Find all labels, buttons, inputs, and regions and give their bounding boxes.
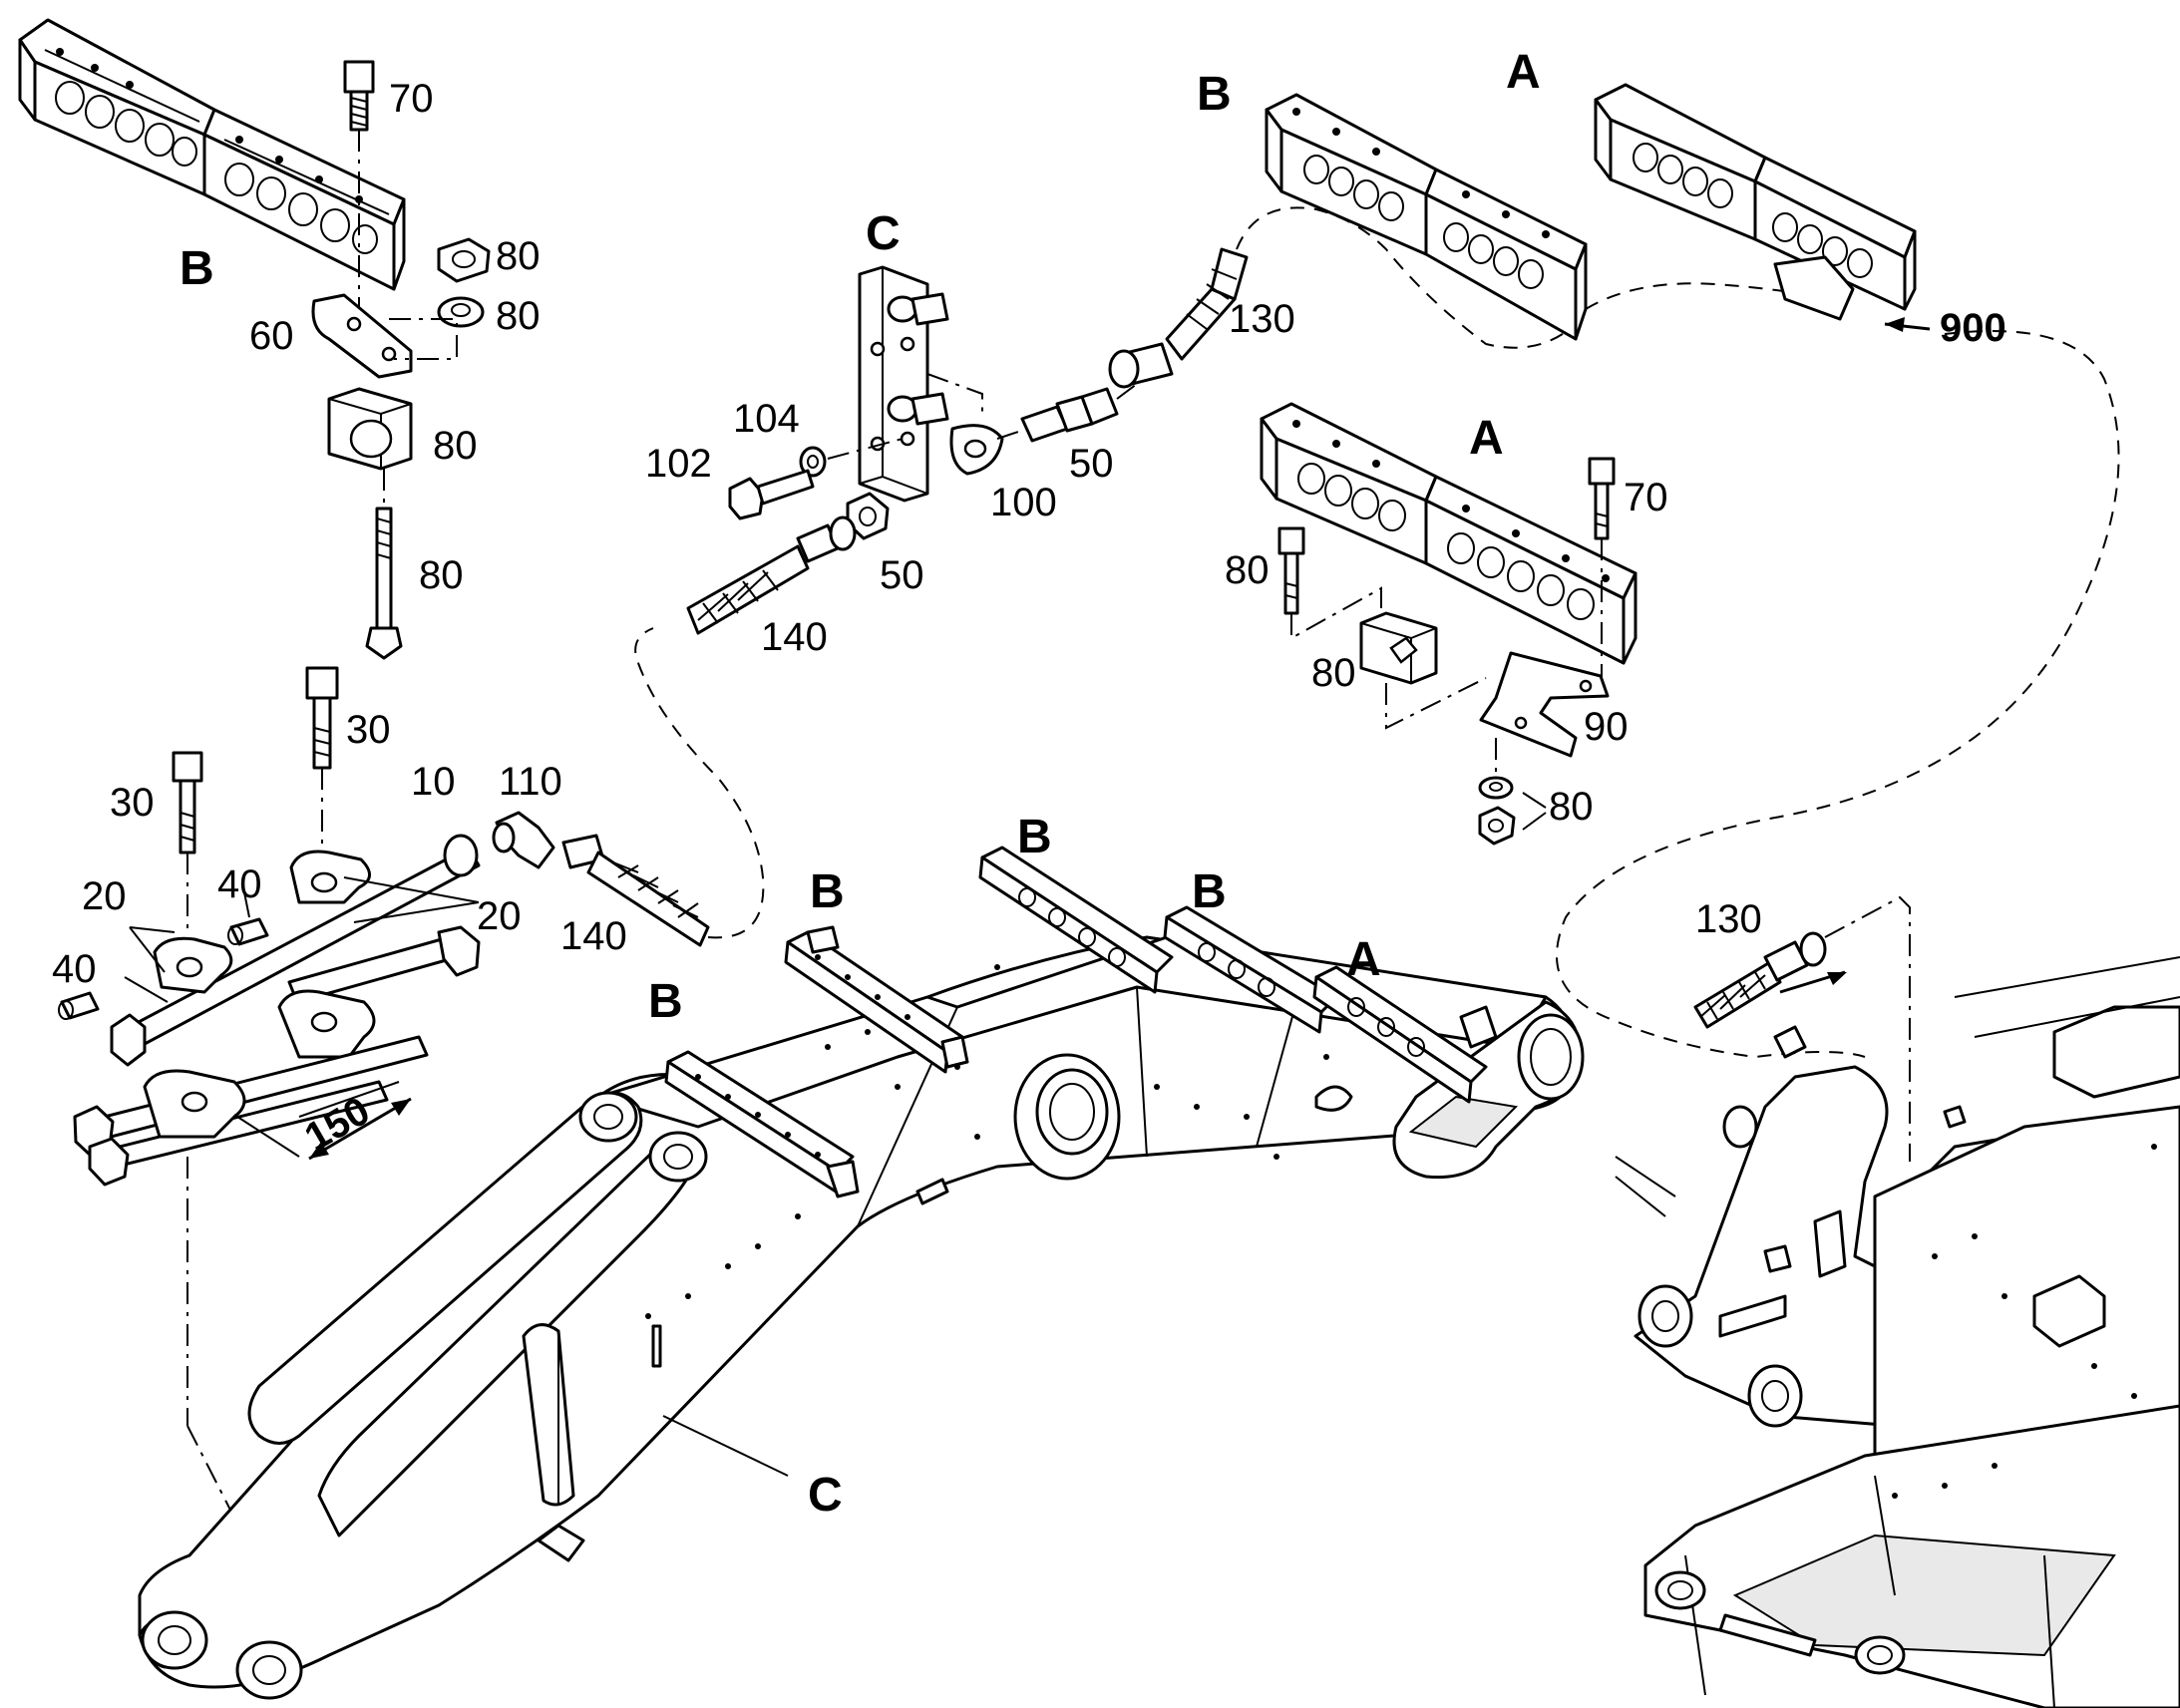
section-a-clamp-bar-mid [1260,402,1637,665]
section-label-a-boom: A [1346,933,1381,986]
clamp-block-80-right [1359,611,1438,685]
chassis-frame [1615,956,2180,1708]
bracket-90 [1479,651,1610,758]
detail-b-clamp-bar [18,18,406,291]
callout-10: 10 [411,760,456,804]
callout-130-lower: 130 [1695,897,1762,941]
section-label-a-mid: A [1469,412,1504,465]
bolt-70-right [1588,457,1616,540]
arrow-900 [1884,317,1931,332]
callout-80-bolt-right: 80 [1225,548,1270,592]
callout-90: 90 [1584,705,1629,749]
hose-140-upper [686,515,857,635]
callout-110: 110 [499,760,562,804]
callout-130-upper: 130 [1229,297,1295,341]
washer-104 [799,446,827,478]
callout-80-block-right: 80 [1311,651,1356,695]
nut-80-right [1478,806,1516,846]
clip-100 [949,424,1004,476]
callout-100: 100 [990,481,1057,524]
bolt-70 [343,60,375,132]
section-label-b-boom-4: B [1192,865,1227,918]
section-label-c-detail: C [866,207,901,260]
washer-80 [437,296,485,328]
bolt-30-left [172,751,203,854]
section-label-c-boom: C [808,1469,843,1522]
bolt-80-right [1277,526,1305,615]
section-label-b-top: B [1197,68,1232,121]
callout-80-bolt: 80 [419,553,464,597]
callout-80-washer: 80 [496,294,541,338]
dimension-arrow-150 [308,1097,412,1161]
callout-70-right: 70 [1624,476,1668,519]
callout-30-right: 30 [346,708,391,752]
callout-140-upper: 140 [761,615,828,659]
boom-clamp-b3 [978,846,1174,994]
section-label-b-boom-1: B [648,975,683,1028]
rod-10 [110,834,481,1067]
adapter-50-upper [1020,387,1119,443]
callout-60: 60 [249,314,294,358]
section-label-b-detail: B [180,242,214,295]
clamp-body-lower-left [143,1069,246,1139]
clamp-block-80 [327,387,413,471]
detail-c-bracket-plate [858,265,949,503]
boom-clamp-b1 [664,1050,860,1198]
callout-20-right: 20 [477,894,522,938]
hose-130-upper [1108,247,1249,389]
callout-20-left: 20 [82,874,127,918]
clamp-half-20-lower [153,936,233,994]
section-b-clamp-bar [1265,93,1588,341]
callout-900: 900 [1940,306,2006,350]
bolt-102 [728,469,815,520]
elbow-110 [492,811,555,869]
callout-104: 104 [733,397,800,441]
callout-80-nut: 80 [496,234,541,278]
hose-140-lower [561,834,710,947]
callout-102: 102 [645,442,712,486]
callout-40-upper: 40 [217,862,262,906]
sleeve-40-lower [58,991,100,1020]
clamp-body-lower-right [277,989,376,1059]
plate-60 [311,293,413,379]
boom-clamp-b2 [784,925,969,1074]
nut-80 [437,237,491,283]
sleeve-40-upper [227,917,269,946]
hose-130-arrow [1779,970,1847,994]
hose-130-lower [1693,931,1827,1029]
washer-80-right [1478,776,1514,800]
bolt-30-right [305,666,339,770]
section-label-a-top: A [1506,46,1541,99]
callout-50-upper: 50 [1069,442,1114,486]
callout-30-left: 30 [110,781,155,825]
section-label-b-boom-2: B [810,865,845,918]
callout-80-block: 80 [433,424,478,468]
boom-clamp-a [1312,965,1498,1104]
callout-50-lower: 50 [880,553,924,597]
clamp-half-20-upper [289,850,371,904]
section-a-clamp-bar-top [1594,83,1917,321]
callout-40-lower: 40 [52,947,97,991]
callout-70-top: 70 [389,77,434,121]
bolt-80 [365,507,403,660]
callout-140-lower: 140 [560,914,627,958]
section-label-b-boom-3: B [1017,811,1052,863]
callout-80-nut-right: 80 [1549,785,1594,829]
